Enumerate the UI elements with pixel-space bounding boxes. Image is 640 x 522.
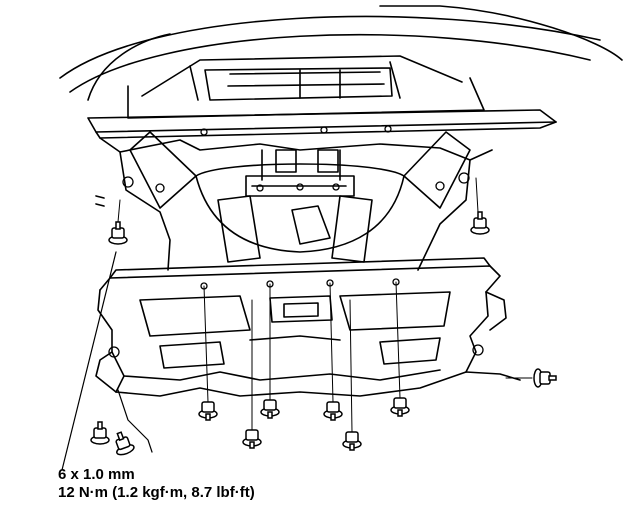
fastener-size-label: 6 x 1.0 mm [58, 466, 135, 483]
fastener-torque-label: 12 N·m (1.2 kgf·m, 8.7 lbf·ft) [58, 484, 255, 501]
fender-outline [60, 6, 622, 100]
splash-shield [96, 258, 520, 396]
bolt-icon [243, 430, 261, 448]
bolt-icon [534, 369, 556, 387]
bolt-icon [471, 212, 489, 234]
bolt-icon [261, 400, 279, 418]
radiator-support [128, 56, 484, 118]
mounting-holes [109, 126, 483, 357]
upper-cross-beam [88, 110, 556, 138]
bolt-icon [199, 402, 217, 420]
bolt-icon [324, 402, 342, 420]
spec-leader-line-lower [118, 390, 152, 452]
bolt-icon [111, 430, 135, 457]
bolt-icon [91, 422, 109, 444]
spec-leader-line [62, 252, 116, 470]
subframe-bracket [96, 132, 492, 270]
bolt-icon [109, 222, 127, 244]
bolt-icon [343, 432, 361, 450]
alignment-lines [118, 178, 532, 432]
bolt-icon [391, 398, 409, 416]
